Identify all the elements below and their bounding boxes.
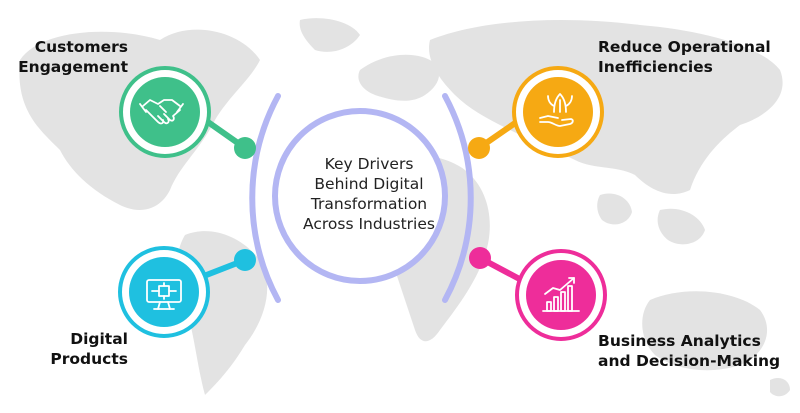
left-arc xyxy=(249,93,281,303)
bar-chart-growth-icon xyxy=(542,277,580,312)
center-title: Key Drivers Behind Digital Transformatio… xyxy=(303,155,435,233)
node-customers xyxy=(119,66,211,158)
label-business-analytics: Business Analytics and Decision-Making xyxy=(598,332,781,370)
center-ring xyxy=(272,108,448,284)
handshake-icon xyxy=(139,99,184,125)
world-map-background xyxy=(19,18,790,397)
connector-analytics xyxy=(469,247,530,286)
label-customers-engagement: Customers Engagement xyxy=(18,38,128,76)
node-digital xyxy=(118,246,210,338)
monitor-circuit-icon xyxy=(146,279,182,310)
label-reduce-operational-inefficiencies: Reduce Operational Inefficiencies xyxy=(598,38,771,76)
right-arc xyxy=(442,93,474,303)
hand-growth-icon xyxy=(539,93,574,127)
node-analytics xyxy=(515,249,607,341)
label-digital-products: Digital Products xyxy=(50,330,128,368)
node-operational xyxy=(512,66,604,158)
